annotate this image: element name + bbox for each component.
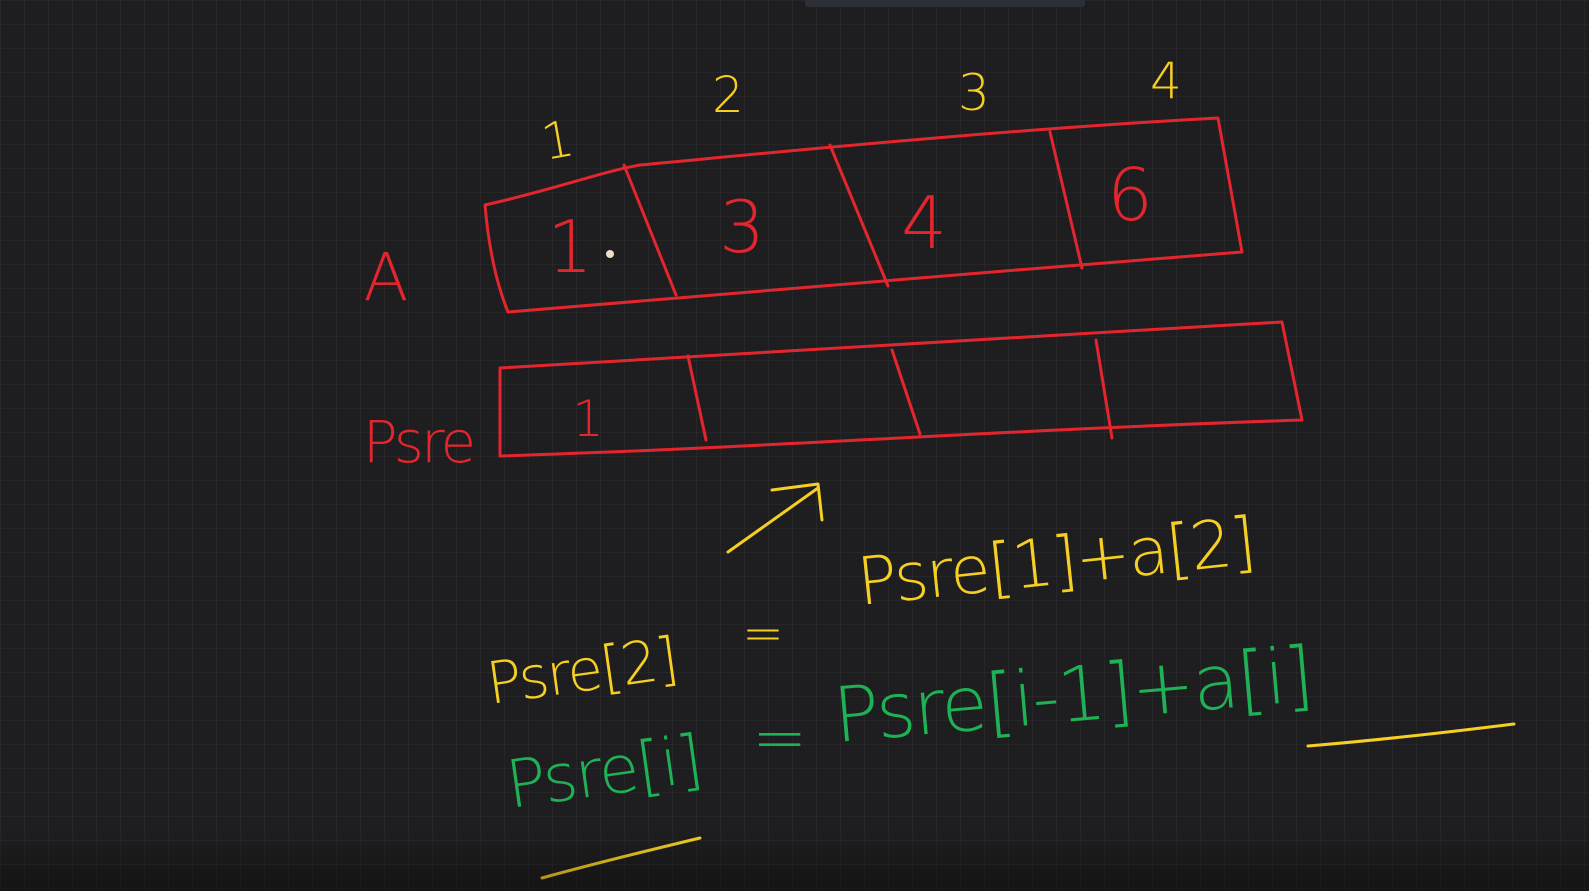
- example-equation-equals: =: [742, 604, 784, 662]
- example-equation-lhs: Psre[2]: [482, 624, 680, 718]
- index-label: 2: [712, 66, 744, 124]
- index-label: 4: [1150, 52, 1182, 110]
- array-a-box: [483, 116, 1244, 314]
- array-a-label: A: [363, 239, 408, 316]
- array-a-cell: 1: [547, 205, 593, 289]
- index-label: 1: [537, 109, 578, 172]
- example-equation-rhs: Psre[1]+a[2]: [854, 503, 1258, 621]
- underline-mark: [1306, 722, 1516, 748]
- array-a-cell: 4: [901, 181, 947, 265]
- cursor-dot: [606, 250, 614, 258]
- index-label: 3: [958, 64, 990, 122]
- general-equation-equals: =: [752, 699, 807, 776]
- array-a-cell: 6: [1107, 153, 1153, 237]
- general-equation-rhs: Psre[i-1]+a[i]: [830, 629, 1315, 759]
- pointer-arrow-icon: [726, 482, 824, 554]
- array-a-cell: 3: [719, 185, 765, 269]
- prefix-array-label: Psre: [363, 408, 473, 476]
- general-equation-lhs: Psre[i]: [502, 720, 706, 823]
- prefix-array-cell: 1: [572, 390, 604, 448]
- underline-mark: [540, 836, 702, 880]
- prefix-array-box: [498, 320, 1304, 458]
- bottom-shade: [0, 831, 1589, 891]
- top-toolbar-tab[interactable]: [805, 0, 1085, 7]
